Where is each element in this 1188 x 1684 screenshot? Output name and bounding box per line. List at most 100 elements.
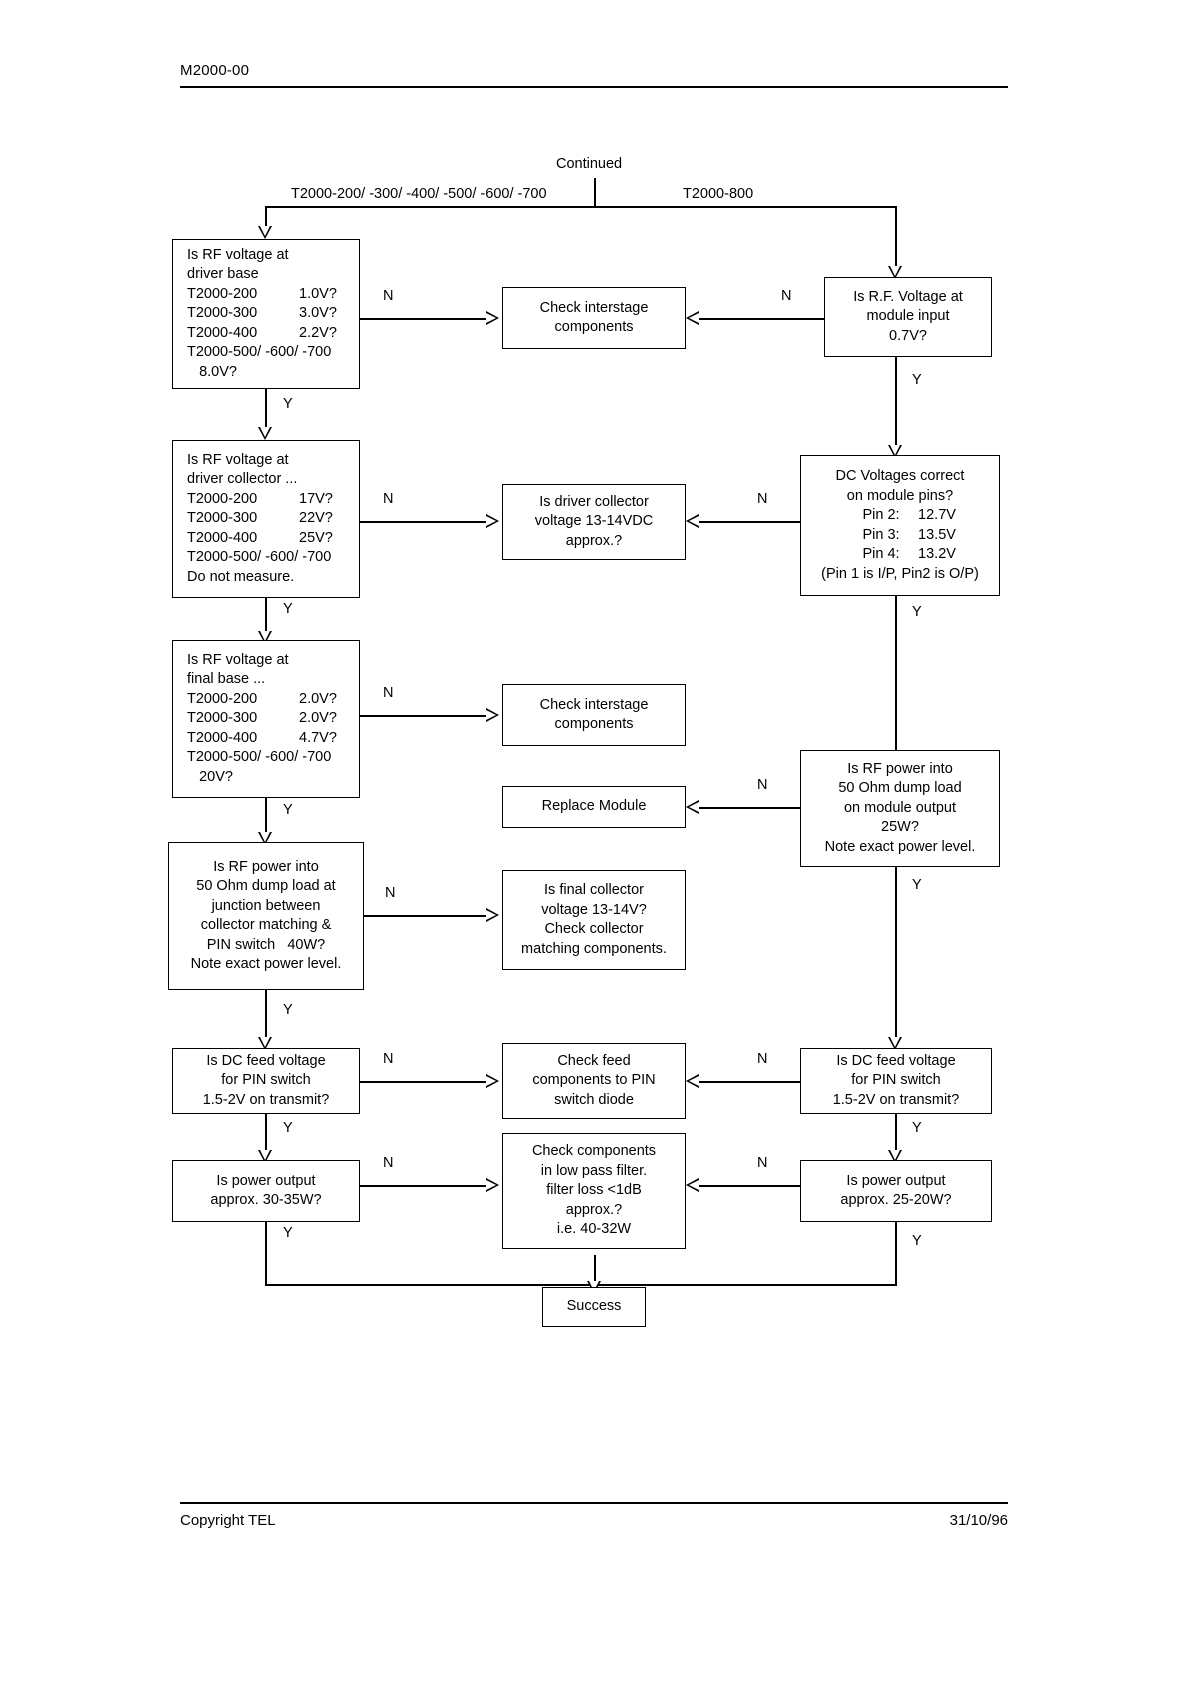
text-line: Is RF power into: [213, 858, 319, 875]
arrow-down-to-driver-base: [258, 226, 272, 239]
text-line: for PIN switch: [221, 1072, 311, 1089]
node-left-final-base[interactable]: Is RF voltage at final base ... T2000-20…: [172, 640, 360, 798]
node-left-rf-power-junction[interactable]: Is RF power into 50 Ohm dump load at jun…: [168, 842, 364, 990]
connector-right-n-2: [699, 521, 800, 523]
node-left-power-output[interactable]: Is power output approx. 30-35W?: [172, 1160, 360, 1222]
label-n-left-3: N: [383, 685, 394, 701]
text-line: Check interstage: [539, 299, 649, 316]
arrow-right-driver-collector-voltage: [486, 514, 499, 528]
pin-row: Pin 3:13.5V: [844, 526, 956, 546]
header-rule: [180, 86, 1008, 88]
arrow-down-right-dc-feed: [888, 1037, 902, 1050]
label-y-right-2: Y: [912, 604, 922, 620]
text-line: components: [554, 319, 634, 335]
model-row: T2000-400 25V?: [187, 529, 333, 549]
node-check-feed-components[interactable]: Check feed components to PIN switch diod…: [502, 1043, 686, 1119]
text-line: driver collector ...: [187, 471, 298, 488]
text-line: voltage 13-14VDC: [534, 513, 654, 530]
model-value: 3.0V?: [299, 305, 337, 322]
pin-name: Pin 3:: [862, 526, 900, 543]
node-right-power-output[interactable]: Is power output approx. 25-20W?: [800, 1160, 992, 1222]
model-name: T2000-400: [187, 529, 258, 546]
text-line: Note exact power level.: [824, 838, 976, 855]
model-value: 22V?: [299, 510, 333, 527]
connector-right-n-3: [699, 807, 800, 809]
connector-left-y-4: [265, 990, 267, 1037]
text-line: Note exact power level.: [190, 956, 342, 972]
arrow-down-to-module-input: [888, 266, 902, 279]
text-line: 8.0V?: [187, 363, 237, 380]
text-line: final base ...: [187, 671, 266, 688]
text-line: Is driver collector: [539, 493, 649, 510]
text-line: approx.?: [565, 532, 623, 549]
node-check-low-pass-filter[interactable]: Check components in low pass filter. fil…: [502, 1133, 686, 1249]
connector-filter-to-merge: [594, 1255, 596, 1284]
label-y-right-6: Y: [912, 1233, 922, 1249]
label-n-right-3: N: [757, 777, 768, 793]
node-check-interstage-2[interactable]: Check interstage components: [502, 684, 686, 746]
arrow-right-interstage-2: [486, 708, 499, 722]
model-name: T2000-400: [187, 729, 258, 746]
node-module-input[interactable]: Is R.F. Voltage at module input 0.7V?: [824, 277, 992, 357]
text-line: approx. 25-20W?: [840, 1192, 952, 1208]
text-line: driver base: [187, 266, 259, 283]
text-line: Check collector: [544, 921, 644, 937]
label-n-right-2: N: [757, 491, 768, 507]
connector-right-y-3: [895, 867, 897, 1037]
arrow-right-final-collector-voltage: [486, 908, 499, 922]
node-left-driver-collector[interactable]: Is RF voltage at driver collector ... T2…: [172, 440, 360, 598]
pin-value: 12.7V: [918, 507, 956, 523]
text-line: module input: [866, 308, 950, 325]
label-n-left-5: N: [383, 1051, 394, 1067]
label-n-right-5: N: [757, 1051, 768, 1067]
connector-left-y-2: [265, 598, 267, 631]
label-n-left-4: N: [385, 885, 396, 901]
connector-split-left: [265, 206, 267, 226]
node-driver-collector-voltage[interactable]: Is driver collector voltage 13-14VDC app…: [502, 484, 686, 560]
node-rf-power-module-output[interactable]: Is RF power into 50 Ohm dump load on mod…: [800, 750, 1000, 867]
arrow-right-check-feed: [486, 1074, 499, 1088]
node-success[interactable]: Success: [542, 1287, 646, 1327]
connector-merge-bar: [265, 1284, 897, 1286]
node-right-dc-feed[interactable]: Is DC feed voltage for PIN switch 1.5-2V…: [800, 1048, 992, 1114]
connector-right-n-6: [699, 1185, 800, 1187]
node-check-interstage-1[interactable]: Check interstage components: [502, 287, 686, 349]
text-line: voltage 13-14V?: [541, 901, 647, 918]
text-line: filter loss <1dB: [546, 1182, 642, 1199]
model-value: 17V?: [299, 490, 333, 507]
model-name: T2000-200: [187, 285, 258, 302]
footer-copyright: Copyright TEL: [180, 1512, 276, 1529]
text-line: Check feed: [557, 1052, 631, 1069]
connector-left-y-3: [265, 798, 267, 832]
node-left-dc-feed[interactable]: Is DC feed voltage for PIN switch 1.5-2V…: [172, 1048, 360, 1114]
text-line: Replace Module: [541, 798, 647, 815]
text-line: 0.7V?: [889, 327, 927, 344]
connector-right-n-5: [699, 1081, 800, 1083]
text-line: switch diode: [554, 1091, 634, 1108]
text-line: 50 Ohm dump load: [838, 780, 962, 797]
text-line: Do not measure.: [187, 568, 295, 585]
pin-row: Pin 2:12.7V: [844, 506, 956, 526]
footer-date: 31/10/96: [949, 1512, 1008, 1529]
node-dc-voltages[interactable]: DC Voltages correct on module pins? Pin …: [800, 455, 1000, 596]
text-line: Is power output: [846, 1172, 946, 1189]
label-n-left-2: N: [383, 491, 394, 507]
node-final-collector-voltage[interactable]: Is final collector voltage 13-14V? Check…: [502, 870, 686, 970]
text-line: PIN switch 40W?: [206, 936, 326, 953]
text-line: Is RF voltage at: [187, 451, 289, 468]
text-line: in low pass filter.: [540, 1162, 648, 1179]
text-line: Is DC feed voltage: [836, 1052, 956, 1069]
arrow-right-interstage-1: [486, 311, 499, 325]
connector-right-y-1: [895, 357, 897, 445]
text-line: on module pins?: [846, 487, 954, 504]
model-value: 25V?: [299, 529, 333, 546]
model-value: 2.2V?: [299, 324, 337, 341]
connector-left-y-6: [265, 1222, 267, 1284]
text-line: Is RF voltage at: [187, 651, 289, 668]
node-replace-module[interactable]: Replace Module: [502, 786, 686, 828]
model-name: T2000-400: [187, 324, 258, 341]
text-line: matching components.: [521, 940, 667, 957]
